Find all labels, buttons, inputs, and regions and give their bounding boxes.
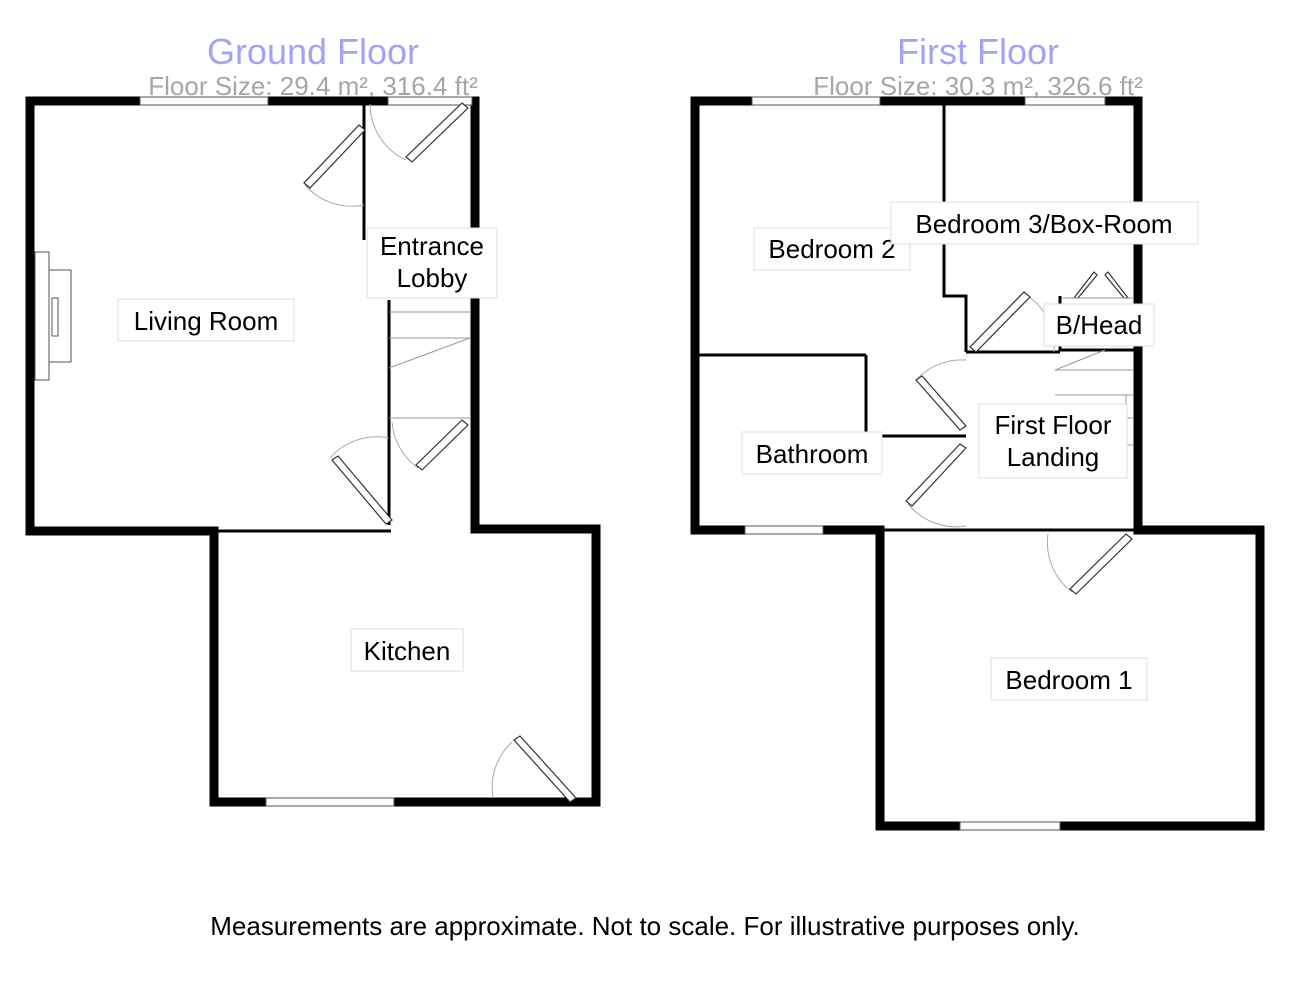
bedroom-3-window — [1024, 96, 1106, 106]
first-floor: First Floor Floor Size: 30.3 m², 326.6 f… — [690, 31, 1265, 831]
bathroom-door — [905, 443, 967, 528]
lobby-window — [387, 96, 473, 106]
bedroom-3-door — [969, 291, 1055, 353]
disclaimer: Measurements are approximate. Not to sca… — [0, 910, 1290, 942]
kitchen-name: Kitchen — [364, 636, 451, 666]
ground-floor-outer-wall — [25, 96, 601, 807]
living-room-label: Living Room — [117, 298, 295, 342]
bedroom-1-name: Bedroom 1 — [1005, 665, 1132, 695]
bedroom-2-name: Bedroom 2 — [768, 234, 895, 264]
disclaimer-text: Measurements are approximate. Not to sca… — [210, 911, 1080, 941]
bedroom-1-label: Bedroom 1 — [990, 657, 1148, 701]
entrance-lobby-name-line1: Entrance — [380, 231, 484, 261]
entrance-lobby-name-line2: Lobby — [397, 263, 468, 293]
bedroom-2-bedroom-3-wall — [942, 105, 968, 352]
bulkhead-label: B/Head — [1043, 303, 1155, 347]
first-floor-title: First Floor — [897, 31, 1059, 72]
front-door — [369, 102, 469, 163]
kitchen-window — [265, 797, 395, 807]
living-room-door-upper — [303, 124, 366, 207]
bedroom-1-window — [959, 821, 1061, 831]
kitchen-label: Kitchen — [350, 628, 464, 672]
living-room-window — [139, 96, 269, 106]
living-room-name: Living Room — [134, 306, 279, 336]
bedroom-2-window — [751, 96, 881, 106]
kitchen-door-from-lobby — [391, 419, 469, 471]
entrance-lobby-label: Entrance Lobby — [366, 227, 498, 299]
bathroom-window — [744, 525, 824, 535]
bathroom-name: Bathroom — [756, 439, 869, 469]
living-room-door-lower — [329, 436, 393, 525]
landing-name-line2: Landing — [1007, 442, 1100, 472]
ground-floor-size: Floor Size: 29.4 m², 316.4 ft² — [148, 71, 478, 101]
landing-label: First Floor Landing — [978, 403, 1128, 479]
bedroom-1-door — [1046, 533, 1133, 595]
bedroom-2-door — [915, 359, 967, 431]
fireplace-icon — [34, 251, 72, 381]
bulkhead-name: B/Head — [1056, 310, 1143, 340]
kitchen-back-door — [491, 735, 577, 803]
bedroom-3-name: Bedroom 3/Box-Room — [915, 209, 1172, 239]
ground-floor: Ground Floor Floor Size: 29.4 m², 316.4 … — [25, 31, 601, 807]
first-floor-size: Floor Size: 30.3 m², 326.6 ft² — [813, 71, 1143, 101]
bedroom-3-label: Bedroom 3/Box-Room — [890, 201, 1199, 245]
ground-floor-title: Ground Floor — [207, 31, 419, 72]
landing-name-line1: First Floor — [995, 410, 1112, 440]
ground-floor-stairs — [388, 311, 471, 419]
bathroom-label: Bathroom — [741, 431, 883, 475]
bulkhead-cupboard-doors — [1062, 271, 1134, 299]
bedroom-2-label: Bedroom 2 — [753, 227, 911, 271]
